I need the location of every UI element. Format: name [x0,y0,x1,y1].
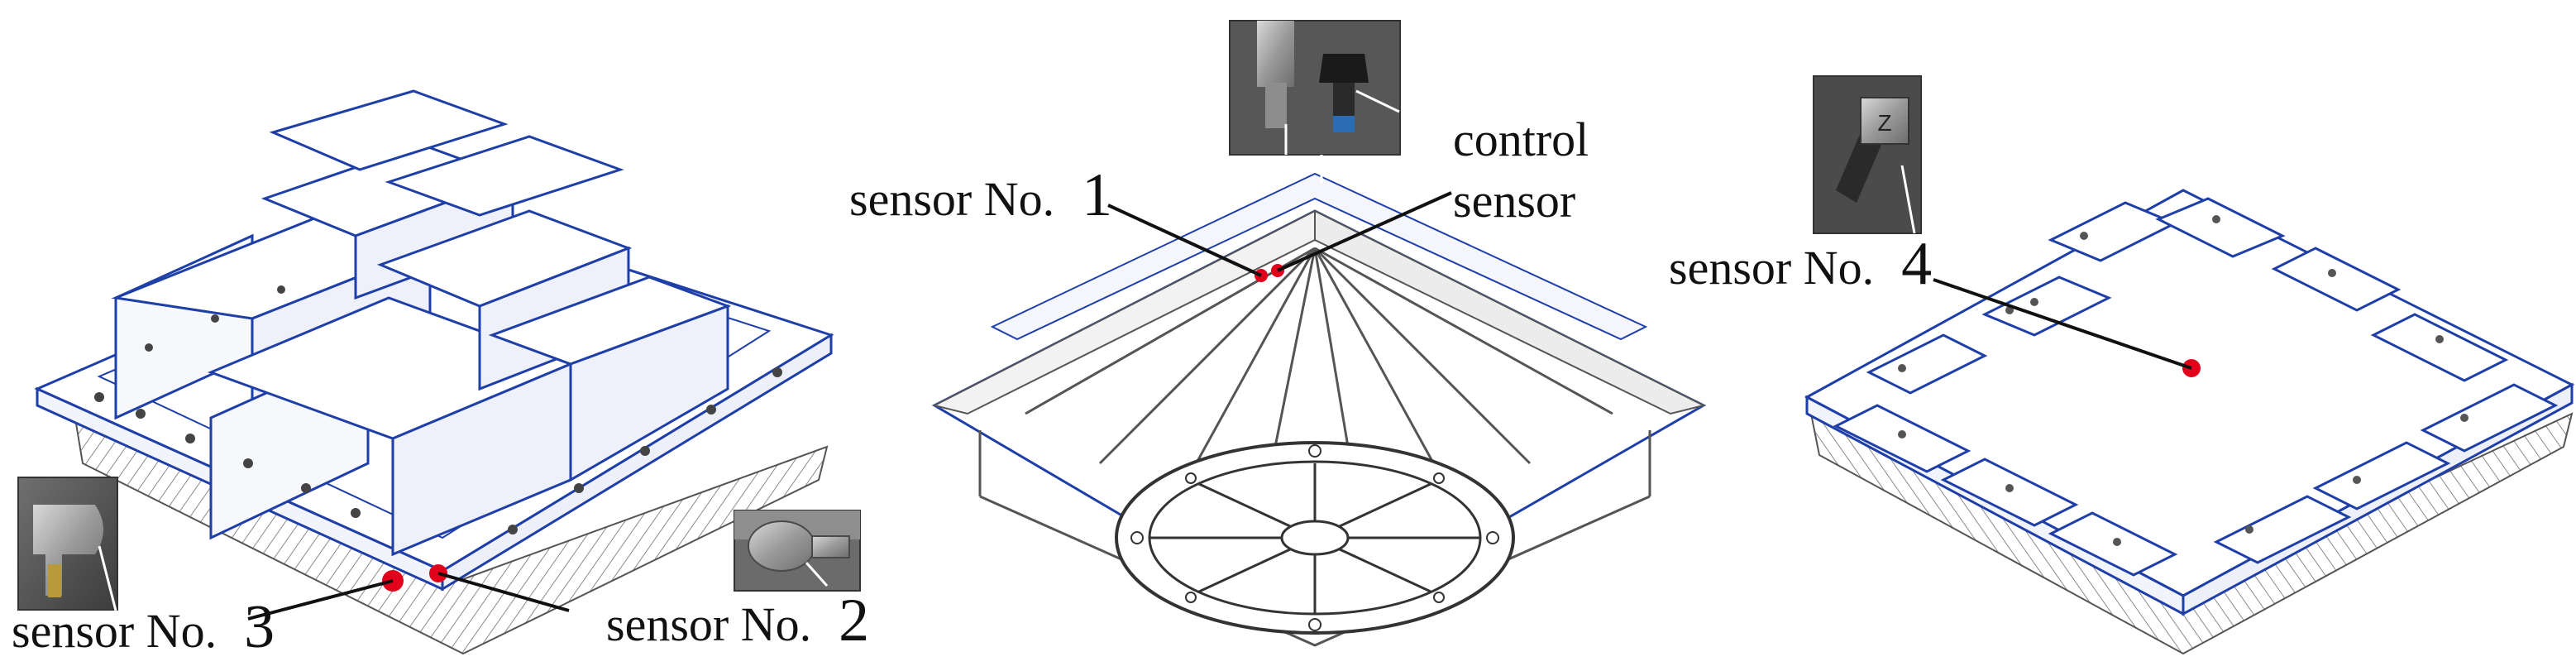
sensor2-leader [437,572,570,612]
control-sensor-leader [1277,191,1452,272]
sensor1-label-prefix: sensor No. [849,172,1054,226]
sensor3-label-prefix: sensor No. [12,604,217,658]
sensor2-label-number: 2 [824,587,870,654]
sensor1-label: sensor No. 1 [849,161,1112,229]
sensor2-label-prefix: sensor No. [606,597,811,651]
bottom-wheel [1115,441,1515,635]
sensor3-photo [17,477,118,611]
bottom-view [931,20,1707,647]
payload-with-boxes-view [17,89,861,655]
sensor2-photo [734,510,861,592]
sensor4-leader [1933,278,2192,370]
control-sensor-label-line1: control [1453,113,1589,166]
sensor3-leader [247,579,394,621]
sensor4-photo: Z [1813,75,1922,234]
mounting-frame-view: Z [1804,75,2575,655]
sensor1-label-number: 1 [1067,161,1113,229]
control-sensor-label-line2: sensor [1453,174,1575,228]
sensor3-label: sensor No. 3 [12,593,275,661]
sensor1-leader [1107,204,1262,277]
sensor4-label-prefix: sensor No. [1669,241,1874,295]
sensor3-label-number: 3 [229,593,275,661]
sensor2-label: sensor No. 2 [606,587,869,654]
sensor4-label: sensor No. 4 [1669,230,1932,298]
sensor4-label-number: 4 [1886,230,1933,298]
accelerometer-axis-label: Z [1877,110,1891,136]
control-sensor-photo [1229,20,1401,156]
